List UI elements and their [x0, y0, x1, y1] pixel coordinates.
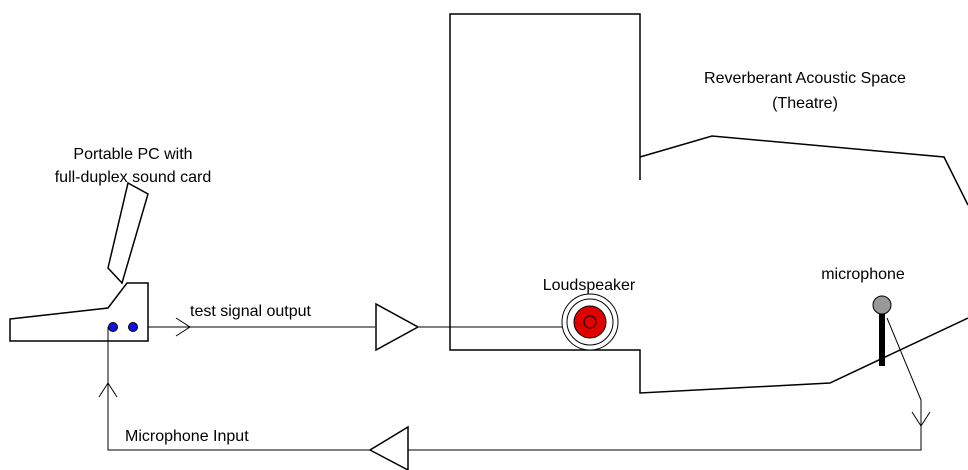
mic-label: microphone [821, 266, 905, 283]
output-label: test signal output [190, 303, 312, 320]
input-amplifier [368, 425, 409, 470]
input-label: Microphone Input [125, 428, 249, 445]
return-path [98, 317, 931, 451]
loudspeaker [561, 293, 619, 351]
pc-label-line1: Portable PC with [73, 146, 192, 163]
return-wire [107, 327, 370, 451]
input-jack [128, 322, 138, 332]
pc-base [9, 282, 149, 342]
pc-label-line2: full-duplex sound card [55, 169, 212, 186]
room-wall-upper [639, 135, 968, 206]
input-arrowhead [98, 382, 118, 398]
output-amplifier [375, 302, 420, 352]
pc-screen [107, 181, 149, 285]
output-arrowhead [175, 317, 191, 337]
room-wall-main [449, 13, 968, 394]
room-title: Reverberant Acoustic Space [704, 70, 906, 87]
speaker-label: Loudspeaker [543, 277, 636, 294]
theatre-room [449, 13, 968, 394]
output-jack [108, 322, 118, 332]
room-subtitle: (Theatre) [772, 95, 838, 112]
mic-cable-arrowhead [911, 411, 931, 427]
mic-cable [408, 317, 922, 451]
portable-pc [9, 181, 149, 342]
output-path [148, 317, 375, 337]
microphone [872, 295, 892, 366]
